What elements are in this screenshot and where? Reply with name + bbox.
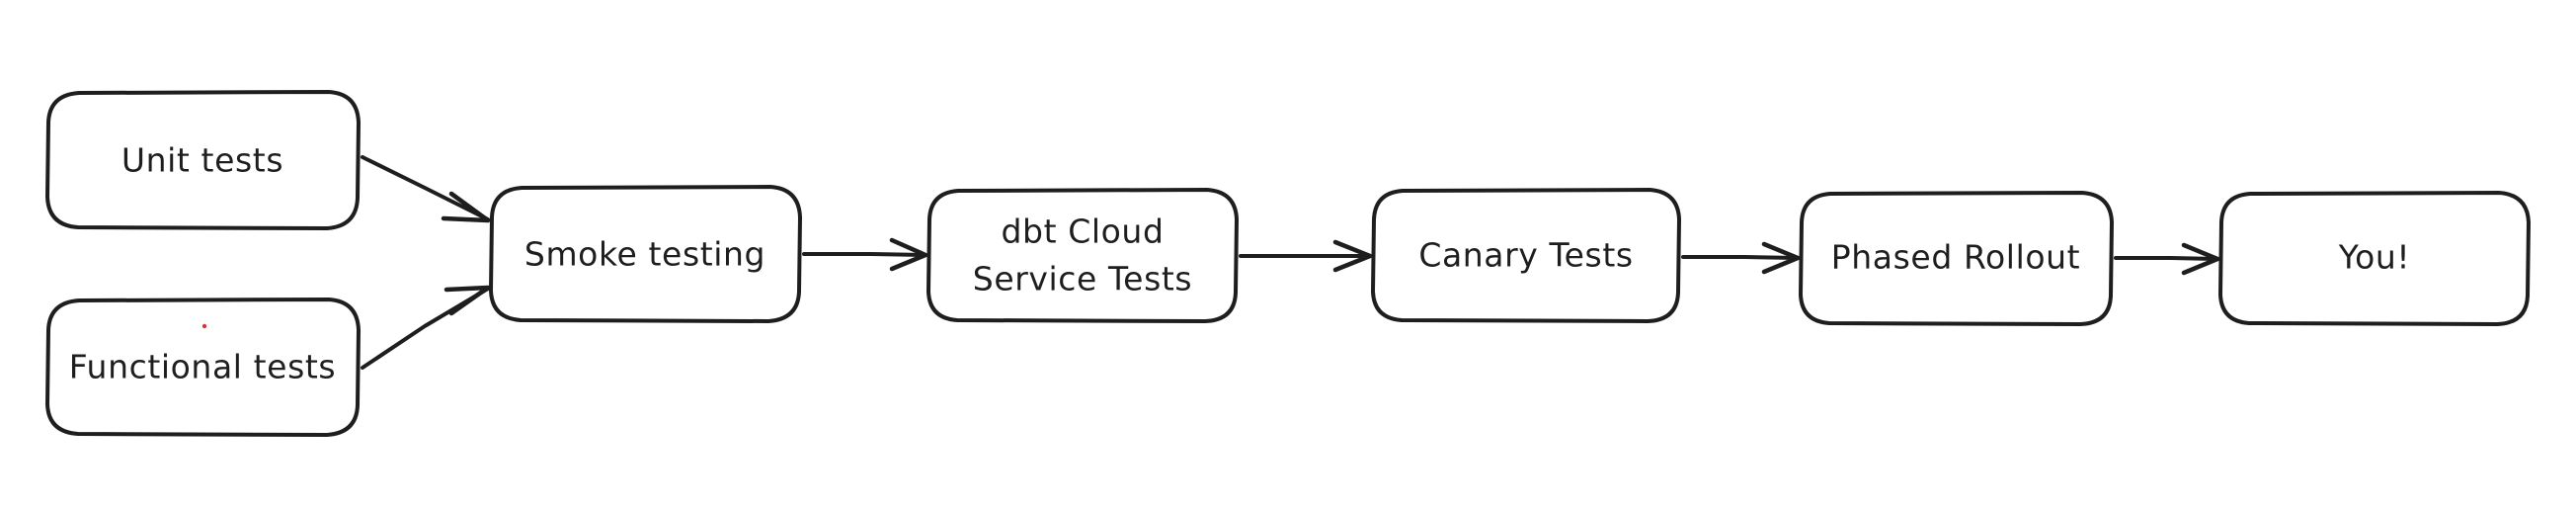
node-label-functional-tests: Functional tests [69, 348, 336, 386]
node-label-dbt-cloud-line1: dbt Cloud [1002, 212, 1165, 251]
node-canary-tests[interactable]: Canary Tests [1371, 188, 1681, 323]
edge-phased-rollout-to-you[interactable] [2114, 242, 2220, 276]
node-label-smoke-testing: Smoke testing [524, 235, 765, 274]
node-smoke-testing[interactable]: Smoke testing [489, 185, 802, 323]
node-dbt-cloud-service-tests[interactable]: dbt Cloud Service Tests [926, 188, 1239, 323]
node-phased-rollout[interactable]: Phased Rollout [1799, 191, 2114, 326]
node-shape [926, 188, 1239, 323]
edge-line [2114, 256, 2218, 261]
node-layer: Unit tests Functional tests Smoke testin… [45, 90, 2531, 437]
node-label-unit-tests: Unit tests [121, 141, 283, 180]
arrowhead-icon [1332, 239, 1373, 273]
node-label-dbt-cloud-line2: Service Tests [973, 260, 1192, 298]
arrowhead-icon [441, 191, 491, 223]
node-shape [489, 185, 802, 323]
edge-functional-tests-to-smoke-testing[interactable] [361, 285, 491, 370]
arrowhead-icon [2181, 242, 2220, 276]
edge-unit-tests-to-smoke-testing[interactable] [361, 155, 491, 223]
edge-line [1681, 255, 1799, 260]
arrowhead-icon [889, 237, 928, 272]
edge-line [802, 252, 926, 257]
node-shape [2218, 191, 2531, 326]
node-shape [1371, 188, 1681, 323]
stray-red-dot-icon [201, 323, 207, 329]
edge-layer [361, 155, 2220, 370]
edge-smoke-testing-to-dbt-cloud-service-tests[interactable] [802, 237, 928, 272]
node-functional-tests[interactable]: Functional tests [45, 298, 361, 437]
node-shape [45, 90, 361, 230]
node-label-you: You! [2338, 238, 2411, 277]
arrowhead-icon [443, 285, 491, 316]
node-unit-tests[interactable]: Unit tests [45, 90, 361, 230]
node-label-canary-tests: Canary Tests [1418, 236, 1633, 275]
edge-line [361, 155, 490, 221]
arrowhead-icon [1761, 241, 1801, 275]
node-you[interactable]: You! [2218, 191, 2531, 326]
node-label-phased-rollout: Phased Rollout [1831, 238, 2080, 277]
edge-canary-tests-to-phased-rollout[interactable] [1681, 241, 1801, 275]
node-shape [1799, 191, 2114, 326]
edge-dbt-cloud-service-tests-to-canary-tests[interactable] [1239, 239, 1373, 273]
node-shape [45, 298, 361, 437]
